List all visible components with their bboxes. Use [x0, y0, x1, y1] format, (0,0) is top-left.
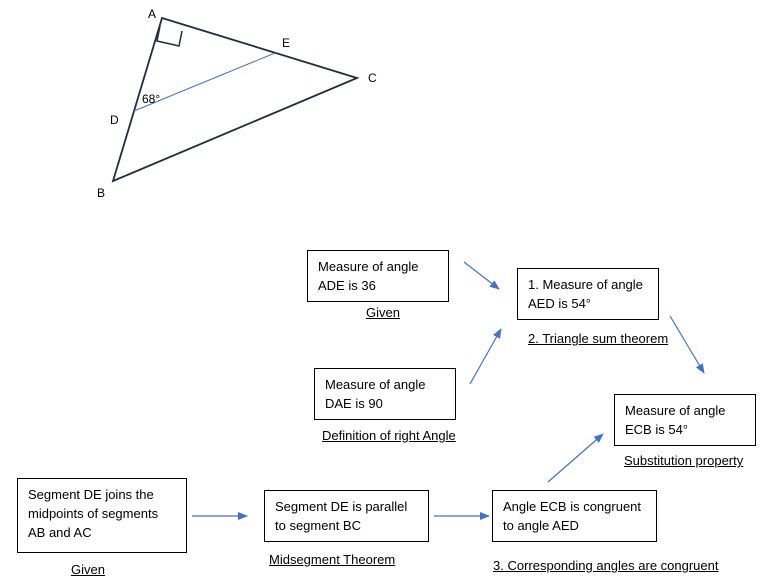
midsegment-de: [133, 52, 276, 112]
box-segment-midpoints: Segment DE joins the midpoints of segmen…: [17, 478, 187, 553]
triangle-abc: [111, 16, 360, 183]
arrow-ade-to-aed: [463, 261, 500, 290]
point-label-d: D: [110, 113, 119, 127]
arrow-dae-to-aed: [469, 328, 502, 385]
arrow-congruent-to-ecb: [547, 433, 604, 483]
arrow-aed-to-ecb: [669, 315, 705, 374]
angle-label-68: 68°: [142, 92, 161, 106]
box-angle-ecb-measure: Measure of angle ECB is 54°: [614, 394, 756, 446]
point-label-b: B: [97, 186, 106, 200]
box-angle-congruent: Angle ECB is congruent to angle AED: [492, 490, 657, 542]
point-label-c: C: [368, 71, 377, 85]
box-angle-dae: Measure of angle DAE is 90: [314, 368, 456, 420]
label-given-midpoints: Given: [71, 562, 105, 577]
box-angle-aed: 1. Measure of angle AED is 54°: [517, 268, 659, 320]
box-angle-ade: Measure of angle ADE is 36: [307, 250, 449, 302]
box-segment-parallel: Segment DE is parallel to segment BC: [264, 490, 429, 542]
point-label-e: E: [282, 36, 291, 50]
label-definition-right-angle: Definition of right Angle: [322, 428, 456, 443]
label-midsegment-theorem: Midsegment Theorem: [269, 552, 396, 567]
right-angle-marker: [156, 25, 183, 47]
label-substitution-property: Substitution property: [624, 453, 744, 468]
label-given-ade: Given: [366, 305, 400, 320]
label-corresponding-angles: 3. Corresponding angles are congruent: [493, 558, 719, 573]
label-triangle-sum: 2. Triangle sum theorem: [528, 331, 669, 346]
point-label-a: A: [148, 7, 157, 21]
